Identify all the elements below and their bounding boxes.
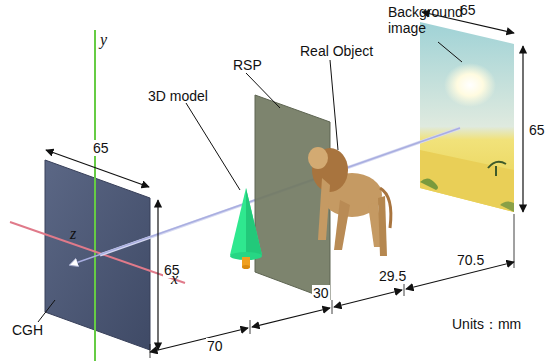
dimension-lines bbox=[46, 12, 523, 352]
object-label: Real Object bbox=[300, 43, 373, 59]
x-axis bbox=[10, 222, 185, 283]
units-note: Units：mm bbox=[452, 316, 521, 332]
dimension-label: 70 bbox=[206, 338, 224, 354]
dimension-label: 70.5 bbox=[456, 252, 485, 268]
rsp-plate bbox=[255, 95, 330, 300]
axis-label: x bbox=[171, 271, 178, 287]
leader-lines bbox=[38, 42, 462, 322]
tree-model bbox=[230, 188, 262, 269]
y-axis bbox=[94, 30, 96, 361]
dimension-label: 65 bbox=[92, 140, 110, 156]
background-plate bbox=[420, 22, 514, 212]
axis-label: y bbox=[100, 32, 107, 48]
dimension-label: 65 bbox=[529, 122, 545, 138]
dimension-label: 65 bbox=[460, 2, 476, 18]
dimension-ticks bbox=[150, 214, 514, 358]
axis-label: z bbox=[70, 226, 76, 242]
model-label: 3D model bbox=[148, 88, 208, 104]
plane-label: RSP bbox=[233, 57, 262, 73]
part-label: CGH bbox=[12, 322, 43, 338]
dimension-label: 30 bbox=[312, 285, 330, 301]
dimension-label: 29.5 bbox=[378, 268, 407, 284]
lion-object bbox=[308, 147, 391, 256]
